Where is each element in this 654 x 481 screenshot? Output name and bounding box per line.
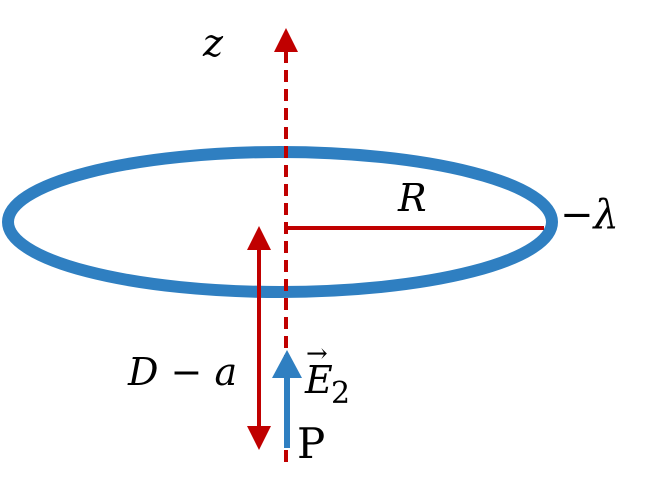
field-subscript: 2 xyxy=(331,376,350,411)
distance-arrow-head-bottom xyxy=(247,426,271,450)
charged-ring xyxy=(2,146,558,298)
charge-density-label: −λ xyxy=(560,192,619,238)
z-axis-arrowhead xyxy=(274,28,298,52)
radius-label: R xyxy=(397,176,427,220)
field-label: E xyxy=(304,358,333,402)
distance-label: D − a xyxy=(127,350,237,394)
z-axis-label: z xyxy=(202,21,224,65)
distance-arrow-head-top xyxy=(247,226,271,250)
point-label: P xyxy=(297,419,325,468)
field-vector-accent: → xyxy=(306,339,328,369)
field-arrow-head xyxy=(272,350,302,378)
